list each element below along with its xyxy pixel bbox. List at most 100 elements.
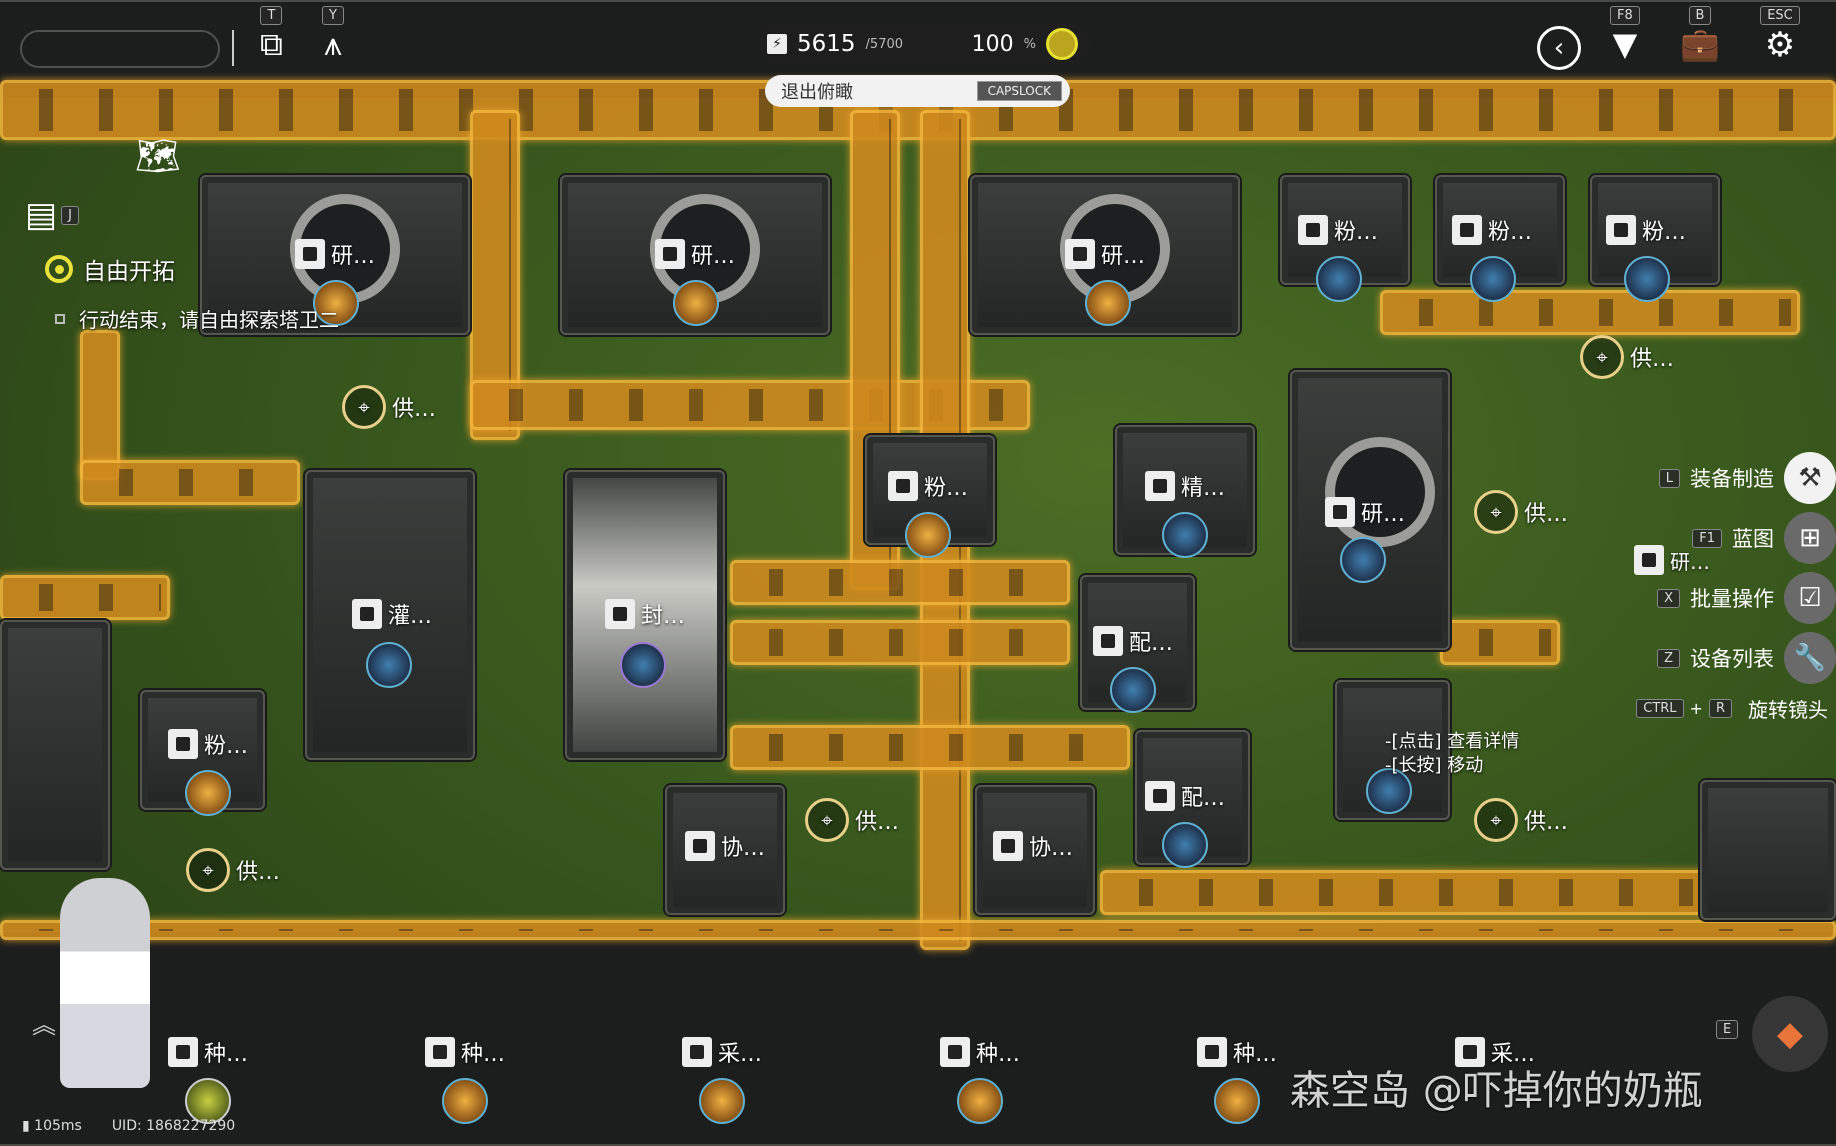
objective-checkbox-icon [55,313,65,324]
product-icon [366,642,412,688]
equipment-craft-icon: ⚒ [1784,452,1836,504]
machine-label: 配… [1145,780,1225,812]
interaction-tooltip: -[点击] 查看详情 -[长按] 移动 [1385,731,1520,776]
machine-icon [1634,545,1664,575]
conveyor-belt [730,620,1070,665]
supply-tower-icon: ⌖ [805,798,849,842]
mission-marker-icon [45,255,73,283]
product-icon [1085,280,1131,326]
status-bar: ▮ 105ms UID: 1868227290 [22,1118,235,1134]
map-tile-icon[interactable]: ◆ [1752,996,1828,1072]
protocol-icon [993,831,1023,861]
machine-label: 粉… [1452,214,1532,246]
product-icon [442,1078,488,1124]
endfield-button[interactable]: F8▼ [1610,4,1640,63]
divider [232,30,234,66]
planter-icon [425,1037,455,1067]
machine-label: 种… [168,1036,248,1068]
uid: UID: 1868227290 [111,1118,236,1134]
machine[interactable] [0,620,110,870]
supply-tower[interactable]: ⌖供… [1580,335,1674,379]
harvester-icon [682,1037,712,1067]
machine[interactable] [1700,780,1836,920]
machine-label: 协… [685,830,765,862]
briefcase-icon: 💼 [1680,25,1720,63]
supply-tower-icon: ⌖ [186,848,230,892]
machine-label: 协… [993,830,1073,862]
machine[interactable] [1290,370,1450,650]
device-list-icon: 🔧 [1784,632,1836,684]
supply-tower[interactable]: ⌖供… [805,798,899,842]
character-avatar[interactable] [60,878,150,1088]
production-tree-button[interactable]: T⧉ [260,6,283,63]
supply-tower[interactable]: ⌖供… [186,848,280,892]
protocol-icon [685,831,715,861]
power-display: ⚡ 5615 /5700 100 % [755,24,1090,64]
supply-tower[interactable]: ⌖供… [1474,798,1568,842]
conveyor-belt [1380,290,1800,335]
mission-title[interactable]: 自由开拓 [45,252,175,286]
machine[interactable] [305,470,475,760]
product-icon [1316,256,1362,302]
minimap-bar[interactable] [20,30,220,68]
back-icon[interactable]: ‹ [1537,26,1581,70]
assembler-icon [1093,626,1123,656]
supply-tower[interactable]: ⌖供… [1474,490,1568,534]
grinder-icon [888,471,918,501]
product-icon [957,1078,1003,1124]
machine-label: 种… [940,1036,1020,1068]
machine-label: 采… [682,1036,762,1068]
supply-tower-icon: ⌖ [1580,335,1624,379]
supply-tower-icon: ⌖ [1474,798,1518,842]
assembler-icon [1145,781,1175,811]
machine-icon [295,239,325,269]
machine[interactable] [565,470,725,760]
settings-button[interactable]: ESC⚙ [1750,4,1810,65]
conveyor-belt [0,575,170,620]
grinder-icon [1606,215,1636,245]
gear-icon: ⚙ [1764,25,1796,65]
machine-label: 种… [1197,1036,1277,1068]
machine-icon [1065,239,1095,269]
machine-label: 研… [1325,496,1405,528]
machine-label: 种… [425,1036,505,1068]
journal-button[interactable]: ▤J [25,195,79,235]
product-icon [1214,1078,1260,1124]
supply-tower[interactable]: ⌖供… [342,385,436,429]
machine-label: 粉… [888,470,968,502]
product-icon [905,512,951,558]
conveyor-belt [730,725,1130,770]
exit-overview-button[interactable]: 退出俯瞰 CAPSLOCK [765,75,1070,107]
planter-icon [940,1037,970,1067]
machine-label: 采… [1455,1036,1535,1068]
product-icon [1162,512,1208,558]
grinder-icon [1298,215,1328,245]
filler-icon [352,599,382,629]
conveyor-belt [0,920,1836,940]
conveyor-belt [80,330,120,480]
product-icon [185,770,231,816]
ping: ▮ 105ms [22,1118,82,1134]
product-icon [313,280,359,326]
mission-objective: 行动结束，请自由探索塔卫二 [55,304,339,333]
inventory-button[interactable]: B💼 [1675,4,1725,63]
product-icon [620,642,666,688]
clipboard-icon: ▼ [1612,25,1638,63]
tech-tree-button[interactable]: Y⩚ [322,6,344,63]
expand-chevron-icon[interactable]: ︽ [32,1011,56,1039]
hierarchy-icon: ⧉ [260,25,283,63]
map-search-icon[interactable]: 🗺 [135,136,181,177]
product-icon [673,280,719,326]
product-icon [1624,256,1670,302]
planter-icon [1197,1037,1227,1067]
supply-tower-icon: ⌖ [342,385,386,429]
product-icon [1470,256,1516,302]
machine-label: 研… [1065,238,1145,270]
product-icon [699,1078,745,1124]
